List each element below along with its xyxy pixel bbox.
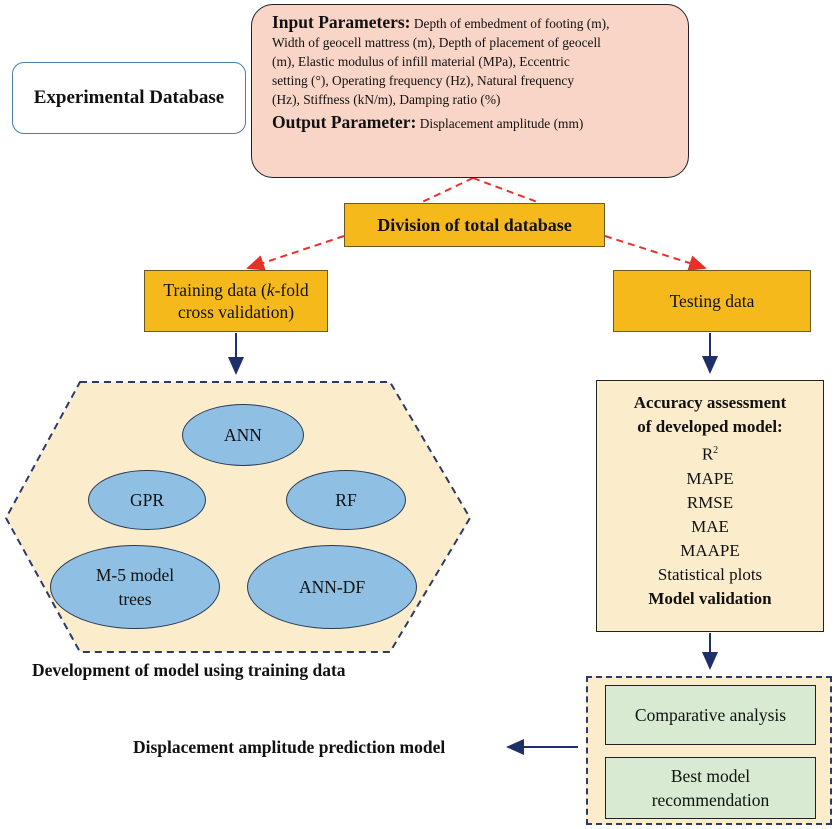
model-ann: ANN: [182, 404, 304, 466]
best-model-box: Best model recommendation: [605, 757, 816, 819]
input-parameter-line: Depth of embedment of footing (m),: [413, 16, 610, 31]
training-label-line2: cross validation): [177, 302, 295, 322]
comparative-analysis-box: Comparative analysis: [605, 685, 816, 745]
model-rf: RF: [286, 470, 406, 530]
development-label: Development of model using training data: [32, 660, 346, 680]
model-m5-line2: trees: [118, 589, 152, 609]
prediction-model-label: Displacement amplitude prediction model: [133, 737, 446, 757]
accuracy-heading-line1: Accuracy assessment: [633, 393, 787, 412]
accuracy-assessment-box: Accuracy assessment of developed model: …: [596, 380, 824, 632]
output-parameter-heading: Output Parameter:: [272, 112, 417, 132]
input-parameters-heading: Input Parameters:: [272, 12, 411, 32]
model-ann-df-label: ANN-DF: [298, 577, 366, 597]
input-parameter-line: Width of geocell mattress (m), Depth of …: [272, 35, 601, 50]
input-parameters-block: Input Parameters: Depth of embedment of …: [272, 13, 678, 33]
metric-r-sup: 2: [713, 445, 719, 456]
input-parameter-line: (Hz), Stiffness (kN/m), Damping ratio (%…: [272, 92, 501, 107]
metric-r2: R2: [597, 439, 823, 467]
training-data-box: Training data (k-fold cross validation): [144, 270, 328, 332]
model-ann-label: ANN: [224, 425, 262, 445]
training-label-suffix: -fold: [274, 280, 309, 300]
metric-item: MAAPE: [680, 540, 740, 560]
metric-item: MAE: [691, 516, 729, 536]
division-label: Division of total database: [377, 214, 572, 235]
training-label-k: k: [266, 280, 275, 300]
testing-data-box: Testing data: [613, 270, 811, 332]
input-parameter-line: (m), Elastic modulus of infill material …: [272, 54, 570, 69]
experimental-database-label: Experimental Database: [33, 87, 225, 108]
comparative-analysis-label: Comparative analysis: [634, 705, 787, 725]
arrow-params-to-division-left: [419, 177, 474, 204]
model-m5-label: M-5 model trees: [96, 563, 174, 611]
metric-item: MAPE: [686, 468, 734, 488]
accuracy-heading: Accuracy assessment of developed model:: [597, 391, 823, 439]
model-ann-df: ANN-DF: [247, 545, 417, 629]
arrow-division-to-training: [246, 235, 345, 271]
metric-item: RMSE: [686, 492, 734, 512]
training-label-prefix: Training data (: [163, 280, 267, 300]
output-parameter-text: Displacement amplitude (mm): [419, 116, 584, 131]
model-gpr: GPR: [88, 470, 206, 530]
metric-r-base: R: [701, 444, 714, 464]
best-model-line1: Best model: [670, 766, 751, 786]
training-data-label: Training data (k-fold cross validation): [163, 279, 308, 323]
model-rf-label: RF: [335, 490, 357, 510]
metric-item: Statistical plots: [657, 564, 763, 584]
parameters-box: Input Parameters: Depth of embedment of …: [251, 4, 689, 178]
model-validation-label: Model validation: [648, 588, 772, 608]
model-gpr-label: GPR: [129, 490, 165, 510]
testing-data-label: Testing data: [669, 290, 755, 311]
model-m5-line1: M-5 model: [95, 565, 175, 585]
experimental-database-box: Experimental Database: [12, 62, 246, 134]
model-m5-trees: M-5 model trees: [50, 545, 220, 629]
division-box: Division of total database: [344, 203, 605, 247]
arrow-params-to-division-right: [472, 177, 541, 204]
best-model-line2: recommendation: [651, 790, 770, 810]
accuracy-heading-line2: of developed model:: [637, 417, 783, 436]
best-model-label: Best model recommendation: [652, 764, 770, 812]
arrow-division-to-testing: [604, 235, 707, 271]
output-parameter-block: Output Parameter: Displacement amplitude…: [272, 113, 678, 133]
input-parameter-line: setting (°), Operating frequency (Hz), N…: [272, 73, 575, 88]
